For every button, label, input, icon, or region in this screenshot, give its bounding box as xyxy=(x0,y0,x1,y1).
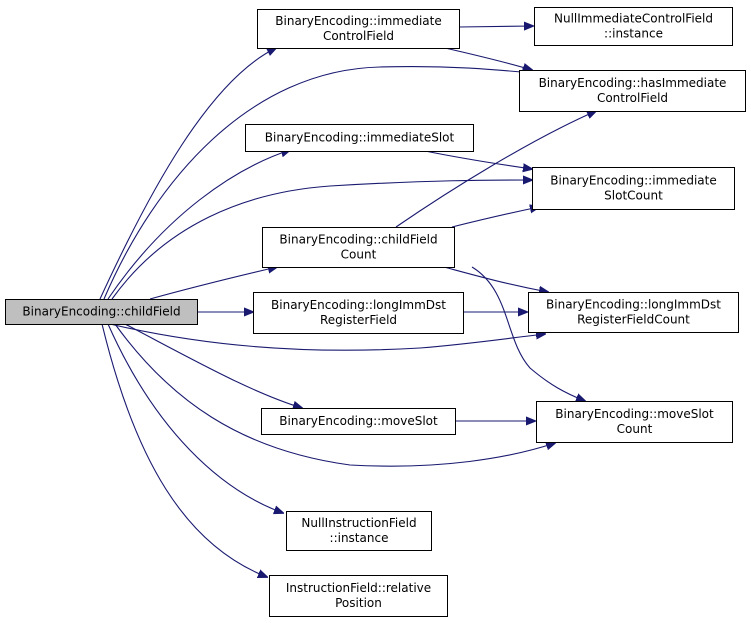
node-label-line: ControlField xyxy=(323,29,394,43)
node-immSlot[interactable]: BinaryEncoding::immediateSlot xyxy=(245,124,474,152)
nodes-layer: BinaryEncoding::childFieldBinaryEncoding… xyxy=(5,7,746,617)
edge-immSlot-to-immSlotCount xyxy=(424,150,532,169)
node-label-line: BinaryEncoding::childField xyxy=(22,305,180,319)
node-label-line: Count xyxy=(617,422,653,436)
edges-layer xyxy=(99,26,596,577)
node-label-line: BinaryEncoding::moveSlot xyxy=(555,407,714,421)
edge-childFieldCount-to-longImmDstRegFieldCount xyxy=(443,266,548,292)
node-box xyxy=(257,9,460,49)
edge-root-to-nullInstrFieldInstance xyxy=(107,323,283,513)
node-label-line: Count xyxy=(341,248,377,262)
node-label-line: BinaryEncoding::immediate xyxy=(550,174,716,188)
node-label-line: RegisterField xyxy=(320,313,397,327)
edge-root-to-immControlField xyxy=(99,48,276,300)
node-label-line: RegisterFieldCount xyxy=(577,313,690,327)
edge-immControlField-to-hasImmCtrlField xyxy=(444,47,532,70)
node-box xyxy=(286,511,432,551)
node-label-line: BinaryEncoding::immediateSlot xyxy=(265,131,455,145)
node-box xyxy=(528,292,739,333)
edge-root-to-moveSlotCount xyxy=(114,323,555,467)
node-box xyxy=(245,124,474,152)
node-nullInstrFieldInstance[interactable]: NullInstructionField::instance xyxy=(286,511,432,551)
edge-childFieldCount-to-hasImmCtrlField xyxy=(395,111,596,228)
node-label-line: NullInstructionField xyxy=(301,516,416,530)
edge-root-to-childFieldCount xyxy=(149,267,277,300)
node-label-line: SlotCount xyxy=(604,189,663,203)
node-label-line: ::instance xyxy=(330,531,389,545)
node-label-line: BinaryEncoding::longImmDst xyxy=(271,298,446,312)
node-moveSlot[interactable]: BinaryEncoding::moveSlot xyxy=(261,408,456,435)
edge-root-to-immSlot xyxy=(107,150,290,300)
node-label-line: BinaryEncoding::moveSlot xyxy=(279,414,438,428)
edge-root-to-instrFieldRelPos xyxy=(101,323,267,577)
node-label-line: BinaryEncoding::childField xyxy=(279,233,437,247)
edge-childFieldCount-to-immSlotCount xyxy=(451,207,539,228)
edge-immControlField-to-nullImmCtrlInstance xyxy=(458,26,533,27)
edge-root-to-immSlotCount xyxy=(111,180,532,300)
node-label-line: Position xyxy=(335,596,382,610)
edge-root-to-longImmDstRegFieldCount xyxy=(109,323,545,351)
node-label-line: BinaryEncoding::hasImmediate xyxy=(539,76,727,90)
node-longImmDstRegFieldCount[interactable]: BinaryEncoding::longImmDstRegisterFieldC… xyxy=(528,292,739,333)
node-root[interactable]: BinaryEncoding::childField xyxy=(5,299,198,325)
node-box xyxy=(519,70,746,112)
node-label-line: ::instance xyxy=(604,27,663,41)
node-box xyxy=(534,7,733,46)
node-box xyxy=(532,167,735,210)
node-box xyxy=(536,401,733,443)
node-nullImmCtrlInstance[interactable]: NullImmediateControlField::instance xyxy=(534,7,733,46)
edge-root-to-moveSlot xyxy=(124,323,302,408)
node-label-line: InstructionField::relative xyxy=(286,581,431,595)
node-label-line: NullImmediateControlField xyxy=(554,12,713,26)
node-box xyxy=(5,299,198,325)
node-box xyxy=(269,575,448,617)
node-box xyxy=(262,227,455,268)
edge-root-to-hasImmCtrlField xyxy=(103,65,531,300)
edge-childFieldCount-to-moveSlotCount xyxy=(471,266,585,401)
node-box xyxy=(253,292,464,334)
node-label-line: BinaryEncoding::longImmDst xyxy=(546,298,721,312)
node-label-line: BinaryEncoding::immediate xyxy=(275,14,441,28)
node-box xyxy=(261,408,456,435)
node-label-line: ControlField xyxy=(597,91,668,105)
